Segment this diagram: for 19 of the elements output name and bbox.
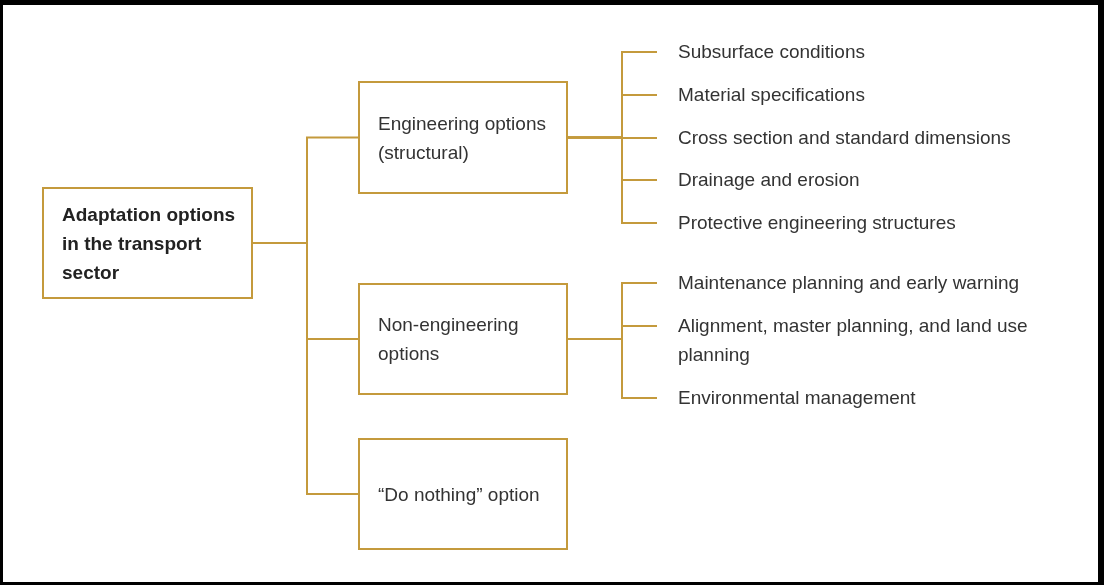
- connector-line: [252, 242, 359, 495]
- branch-text: Drainage and erosion: [678, 168, 861, 192]
- box-text: Non-engineering options: [378, 313, 520, 366]
- box-text: Adaptation options in the transport sector: [62, 202, 237, 285]
- box-text: “Do nothing” option: [378, 482, 541, 507]
- connector-line: [567, 338, 658, 399]
- branch-text: Alignment, master planning, and land use planning: [678, 314, 1029, 367]
- branch-text: Maintenance planning and early warning: [678, 271, 1021, 295]
- connector-line: [567, 136, 658, 224]
- option-box: [358, 283, 568, 395]
- branch-text: Environmental management: [678, 386, 917, 410]
- branch-text: Cross section and standard dimensions: [678, 126, 1012, 150]
- box-text: Engineering options (structural): [378, 111, 547, 165]
- branch-text: Material specifications: [678, 83, 866, 107]
- option-box: [358, 81, 568, 194]
- branch-text: Subsurface conditions: [678, 40, 866, 64]
- option-box: [358, 438, 568, 550]
- option-box: [42, 187, 253, 299]
- branch-text: Protective engineering structures: [678, 211, 957, 235]
